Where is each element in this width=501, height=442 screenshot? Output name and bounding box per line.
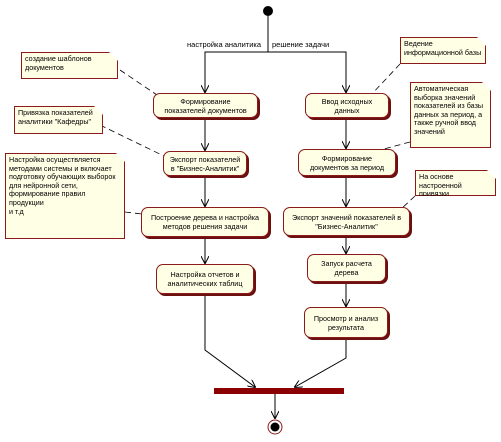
anchor-auto-select	[379, 141, 411, 151]
activity-view-result[interactable]: Просмотр и анализ результата	[304, 307, 388, 338]
flow-branch-left	[205, 51, 268, 92]
note-binding: Привязка показателей аналитики "Кафедры"	[14, 106, 103, 134]
anchor-templates	[119, 69, 161, 98]
flow-left-to-join	[204, 294, 255, 387]
activity-reports[interactable]: Настройка отчетов и аналитических таблиц	[156, 264, 254, 294]
activity-form-docs[interactable]: Формирование показателей документов	[153, 93, 258, 118]
activity-input-data[interactable]: Ввод исходных данных	[305, 93, 389, 118]
note-based-on: На основе настроенной привязки показател…	[415, 170, 496, 196]
note-auto-select: Автоматическая выборка значений показате…	[410, 82, 491, 148]
anchor-info-base	[369, 63, 401, 97]
activity-run-tree[interactable]: Запуск расчета дерева	[307, 254, 386, 282]
initial-node	[263, 6, 273, 16]
join-bar	[214, 388, 344, 394]
anchor-binding	[99, 124, 169, 159]
activity-export-values[interactable]: Экспорт значений показателей в "Бизнес-А…	[283, 207, 410, 236]
flow-branch-right	[268, 51, 346, 92]
note-settings: Настройка осуществляется методами систем…	[5, 153, 125, 239]
activity-build-tree[interactable]: Построение дерева и настройка методов ре…	[141, 207, 269, 237]
anchor-settings	[124, 211, 143, 215]
activity-export-indicators[interactable]: Экспорт показателей в "Бизнес-Аналитик"	[163, 151, 247, 176]
guard-label-left: настройка аналитика	[187, 40, 262, 49]
anchor-based-on	[399, 195, 416, 211]
flow-right-to-join	[295, 338, 347, 387]
guard-label-right: решение задачи	[272, 40, 330, 49]
final-node-inner	[270, 422, 280, 432]
note-templates: создание шаблонов документов	[21, 52, 118, 79]
note-info-base: Ведение информационной базы	[400, 37, 486, 64]
activity-form-period[interactable]: Формирование документов за период	[298, 149, 396, 176]
